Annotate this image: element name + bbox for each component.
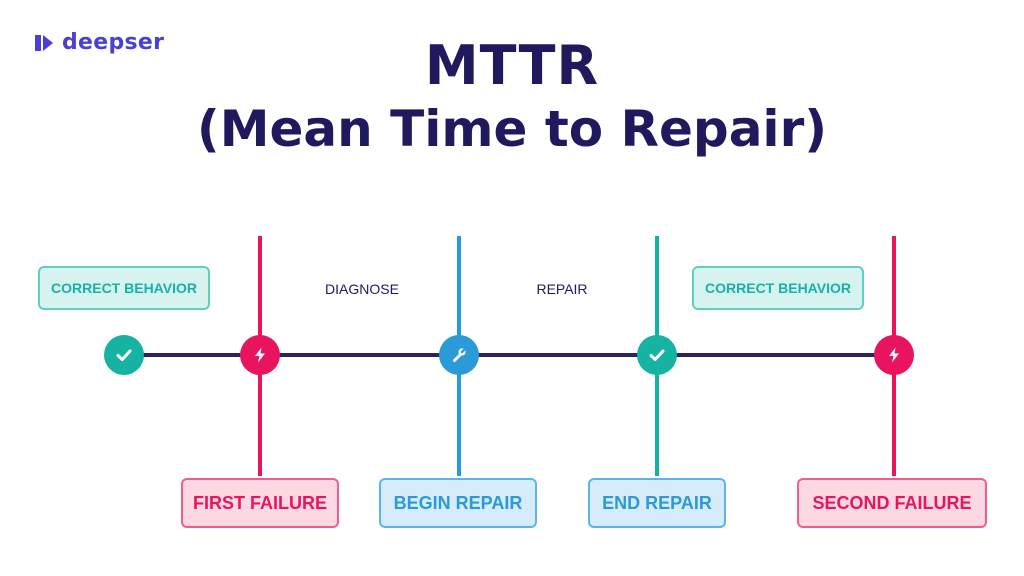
start-check-node <box>104 335 144 375</box>
end-repair-node <box>637 335 677 375</box>
begin-repair-node <box>439 335 479 375</box>
title-line-2: (Mean Time to Repair) <box>196 100 828 158</box>
wrench-icon <box>453 347 467 362</box>
title-line-1: MTTR <box>424 34 600 97</box>
correct-behavior-box-left: CORRECT BEHAVIOR <box>38 266 210 310</box>
lightning-icon <box>255 347 265 363</box>
logo: deepser <box>32 30 164 55</box>
timeline-axis <box>124 353 896 357</box>
first-failure-node <box>240 335 280 375</box>
check-icon <box>649 349 665 361</box>
second-failure-box: SECOND FAILURE <box>797 478 987 528</box>
lightning-icon <box>889 347 899 363</box>
second-failure-node <box>874 335 914 375</box>
begin-repair-box: BEGIN REPAIR <box>379 478 537 528</box>
phase-label-diagnose: DIAGNOSE <box>325 281 399 297</box>
phase-label-repair: REPAIR <box>536 281 588 297</box>
correct-behavior-box-right: CORRECT BEHAVIOR <box>692 266 864 310</box>
logo-text: deepser <box>62 30 165 55</box>
play-arrow-logo-icon <box>35 34 53 51</box>
first-failure-box: FIRST FAILURE <box>181 478 339 528</box>
check-icon <box>116 349 132 361</box>
end-repair-box: END REPAIR <box>588 478 726 528</box>
